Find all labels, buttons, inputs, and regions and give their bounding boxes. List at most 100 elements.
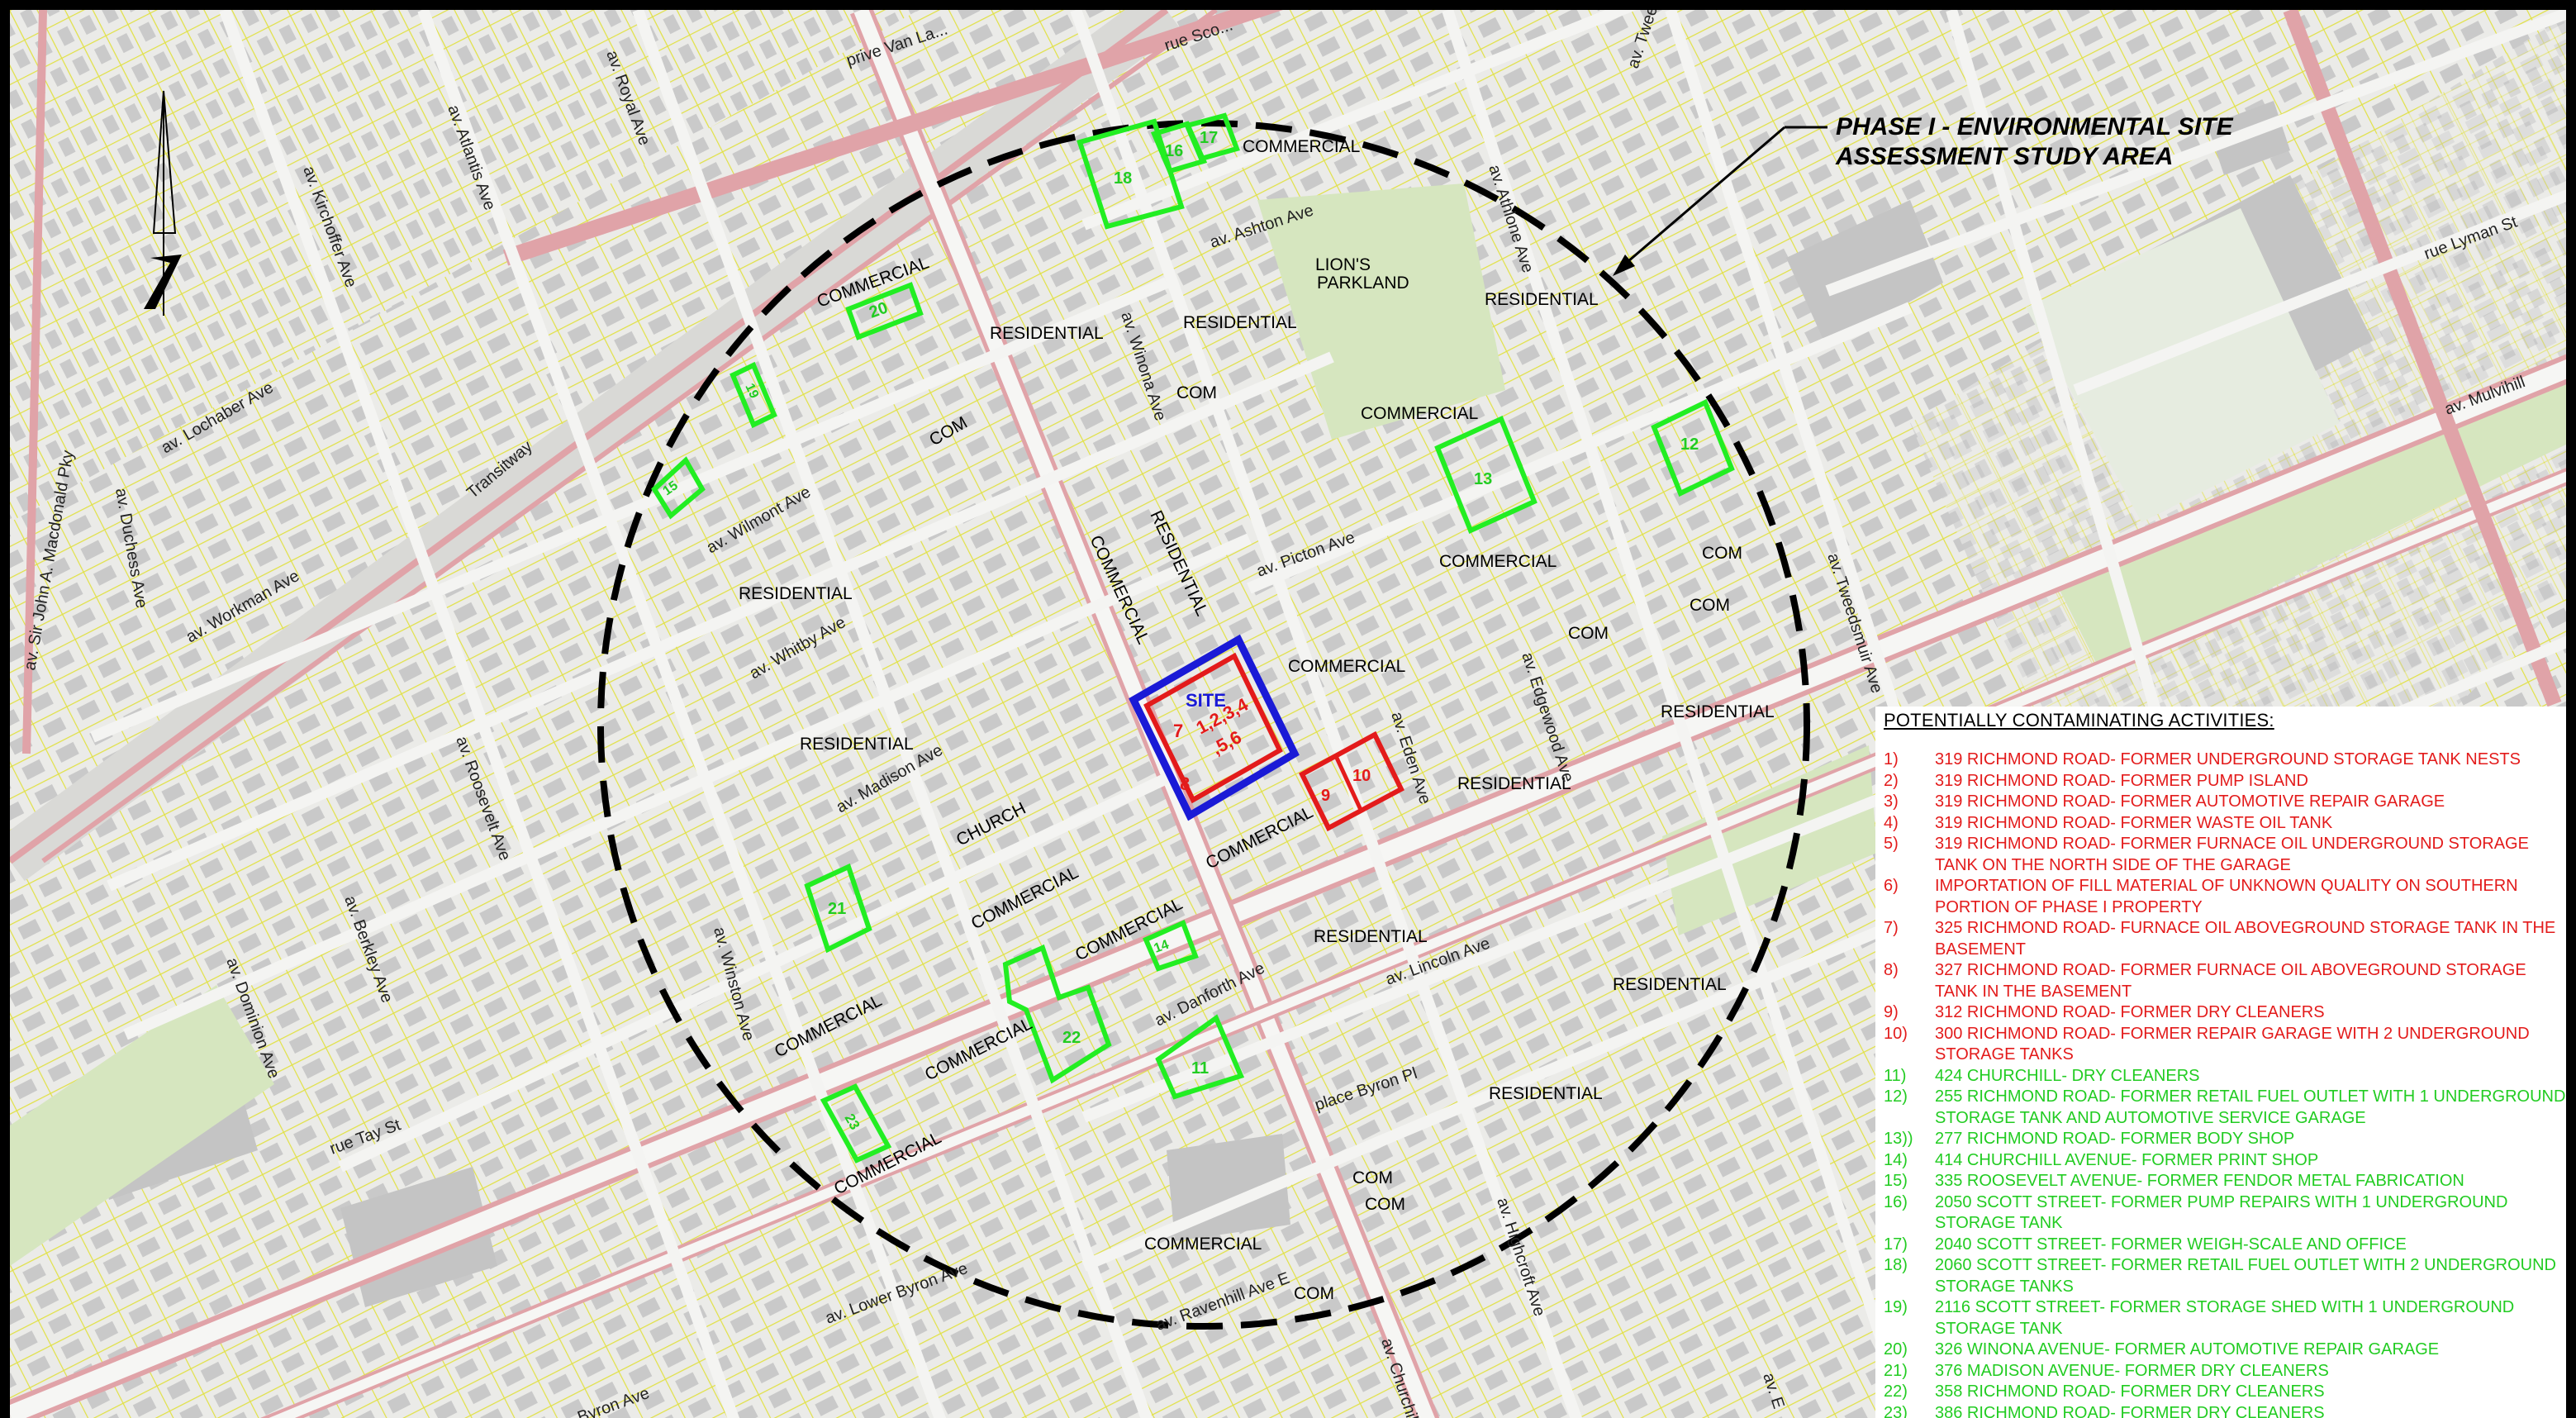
legend-item-text: 312 RICHMOND ROAD- FORMER DRY CLEANERS (1935, 1003, 2325, 1021)
zone-residential: RESIDENTIAL (1661, 702, 1775, 721)
callout-arrow (1613, 126, 1827, 276)
legend-item-text: 2060 SCOTT STREET- FORMER RETAIL FUEL OU… (1935, 1256, 2556, 1296)
legend-item-number: 3) (1884, 792, 1899, 811)
green-site-15[interactable] (651, 456, 706, 520)
zone-com: COM (1702, 544, 1742, 563)
zone-commercial: COMMERCIAL (1243, 137, 1360, 156)
legend-item-text: 319 RICHMOND ROAD- FORMER WASTE OIL TANK (1935, 813, 2333, 832)
zone-com: COM (1352, 1168, 1393, 1187)
legend-item: 7)325 RICHMOND ROAD- FURNACE OIL ABOVEGR… (1882, 918, 2566, 960)
study-area-title-line1: PHASE I - ENVIRONMENTAL SITE (1836, 113, 2233, 140)
legend-title: POTENTIALLY CONTAMINATING ACTIVITIES: (1884, 710, 2274, 730)
legend-item-number: 7) (1884, 919, 1899, 937)
legend-item: 3) 319 RICHMOND ROAD- FORMER AUTOMOTIVE R… (1882, 792, 2566, 813)
green-sites (651, 112, 1735, 1163)
parcel-grid-west (10, 10, 919, 522)
green-site-labels: 18 16 17 20 19 15 13 12 21 22 14 11 23 (661, 129, 1699, 1132)
legend-item: 5)319 RICHMOND ROAD- FORMER FURNACE OIL … (1882, 834, 2566, 876)
site-parcel[interactable]: SITE 7 1,2,3,4 ,5,6 8 (1129, 634, 1300, 821)
red-site-9-10[interactable]: 9 10 (1299, 730, 1404, 832)
zone-residential: RESIDENTIAL (1183, 313, 1297, 332)
legend-item: 9)312 RICHMOND ROAD- FORMER DRY CLEANERS (1882, 1002, 2566, 1024)
roads (10, 10, 2566, 1418)
legend-item: 14)414 CHURCHILL AVENUE- FORMER PRINT SH… (1882, 1150, 2566, 1172)
legend-item-text: 255 RICHMOND ROAD- FORMER RETAIL FUEL OU… (1935, 1087, 2566, 1127)
green-label-18: 18 (1114, 169, 1132, 188)
legend-item-number: 20) (1884, 1340, 1908, 1359)
site-10-label: 10 (1352, 767, 1371, 785)
legend-item-number: 8) (1884, 961, 1899, 979)
legend-item-text: 326 WINONA AVENUE- FORMER AUTOMOTIVE REP… (1935, 1340, 2440, 1359)
green-site-16[interactable] (1150, 121, 1208, 174)
green-site-19[interactable] (730, 361, 777, 429)
legend-item: 13))277 RICHMOND ROAD- FORMER BODY SHOP (1882, 1129, 2566, 1150)
legend-item-text: 414 CHURCHILL AVENUE- FORMER PRINT SHOP (1935, 1150, 2319, 1169)
legend-item-number: 5) (1884, 835, 1899, 853)
legend-item-number: 19) (1884, 1298, 1908, 1316)
site-id-8: 8 (1180, 773, 1190, 794)
legend-item: 15)335 ROOSEVELT AVENUE- FORMER FENDOR M… (1882, 1171, 2566, 1192)
legend-item-text: 335 ROOSEVELT AVENUE- FORMER FENDOR META… (1935, 1172, 2464, 1190)
zone-residential: RESIDENTIAL (1457, 774, 1571, 793)
green-site-21[interactable] (804, 863, 872, 954)
green-site-18[interactable] (1077, 118, 1185, 230)
legend-item-text: 424 CHURCHILL- DRY CLEANERS (1935, 1066, 2200, 1085)
green-site-13[interactable] (1434, 415, 1538, 535)
legend-item-number: 23) (1884, 1403, 1908, 1418)
legend-item-number: 22) (1884, 1382, 1908, 1401)
green-label-14: 14 (1153, 938, 1172, 956)
park-label-line1: LION'S (1315, 255, 1371, 274)
legend-item: 21)376 MADISON AVENUE- FORMER DRY CLEANE… (1882, 1361, 2566, 1382)
zone-com: COM (1365, 1195, 1405, 1214)
legend-item-text: 2050 SCOTT STREET- FORMER PUMP REPAIRS W… (1935, 1192, 2508, 1233)
green-site-12[interactable] (1651, 398, 1735, 497)
study-area-title: PHASE I - ENVIRONMENTAL SITE ASSESSMENT … (1836, 112, 2233, 172)
green-site-22[interactable] (1002, 944, 1112, 1084)
green-label-16: 16 (1165, 142, 1183, 160)
legend-item-text: 2116 SCOTT STREET- FORMER STORAGE SHED W… (1935, 1298, 2515, 1338)
green-site-23[interactable] (820, 1083, 892, 1163)
legend-item-number: 1) (1884, 750, 1899, 768)
side-strip (2568, 707, 2576, 1418)
zone-com: COM (1176, 383, 1217, 402)
legend-item-number: 11) (1884, 1066, 1907, 1085)
zone-com: COM (1690, 596, 1730, 615)
park-label-line2: PARKLAND (1317, 274, 1409, 293)
zone-commercial: COMMERCIAL (1439, 552, 1557, 571)
legend-item-number: 4) (1884, 813, 1899, 832)
green-site-20[interactable] (845, 282, 924, 340)
green-site-14[interactable] (1143, 919, 1199, 972)
zone-residential: RESIDENTIAL (800, 735, 914, 754)
zone-residential: RESIDENTIAL (990, 324, 1104, 343)
green-site-11[interactable] (1155, 1014, 1245, 1100)
zone-com: COM (1294, 1284, 1334, 1303)
zone-residential: RESIDENTIAL (1485, 290, 1599, 309)
legend-item: 23)386 RICHMOND ROAD- FORMER DRY CLEANER… (1882, 1403, 2566, 1418)
legend-item-number: 17) (1884, 1235, 1908, 1254)
legend-item: 17)2040 SCOTT STREET- FORMER WEIGH-SCALE… (1882, 1235, 2566, 1256)
green-label-11: 11 (1191, 1059, 1209, 1078)
site-label: SITE (1186, 690, 1226, 711)
legend-item-text: 358 RICHMOND ROAD- FORMER DRY CLEANERS (1935, 1382, 2325, 1401)
zone-residential: RESIDENTIAL (1489, 1084, 1603, 1103)
zone-commercial: COMMERCIAL (1144, 1235, 1262, 1254)
legend-item: 18)2060 SCOTT STREET- FORMER RETAIL FUEL… (1882, 1255, 2566, 1297)
legend-item: 20) 326 WINONA AVENUE- FORMER AUTOMOTIVE … (1882, 1339, 2566, 1361)
zone-residential: RESIDENTIAL (1613, 975, 1727, 994)
legend-item-number: 6) (1884, 877, 1899, 895)
zone-commercial: COMMERCIAL (1288, 657, 1405, 676)
green-site-17[interactable] (1183, 112, 1240, 162)
legend-item: 2)319 RICHMOND ROAD- FORMER PUMP ISLAND (1882, 771, 2566, 792)
north-arrow-icon (144, 90, 182, 316)
legend-item-text: 319 RICHMOND ROAD- FORMER AUTOMOTIVE REP… (1935, 792, 2445, 811)
study-area-title-line2: ASSESSMENT STUDY AREA (1836, 143, 2174, 170)
green-label-22: 22 (1062, 1029, 1081, 1047)
green-label-21: 21 (828, 900, 846, 918)
legend-item-number: 21) (1884, 1361, 1908, 1380)
legend-item: 8)327 RICHMOND ROAD- FORMER FURNACE OIL … (1882, 960, 2566, 1002)
zone-commercial: COMMERCIAL (1361, 404, 1478, 423)
green-label-12: 12 (1680, 435, 1699, 454)
legend-item-number: 2) (1884, 771, 1899, 790)
legend-item: 10)300 RICHMOND ROAD- FORMER REPAIR GARA… (1882, 1024, 2566, 1066)
